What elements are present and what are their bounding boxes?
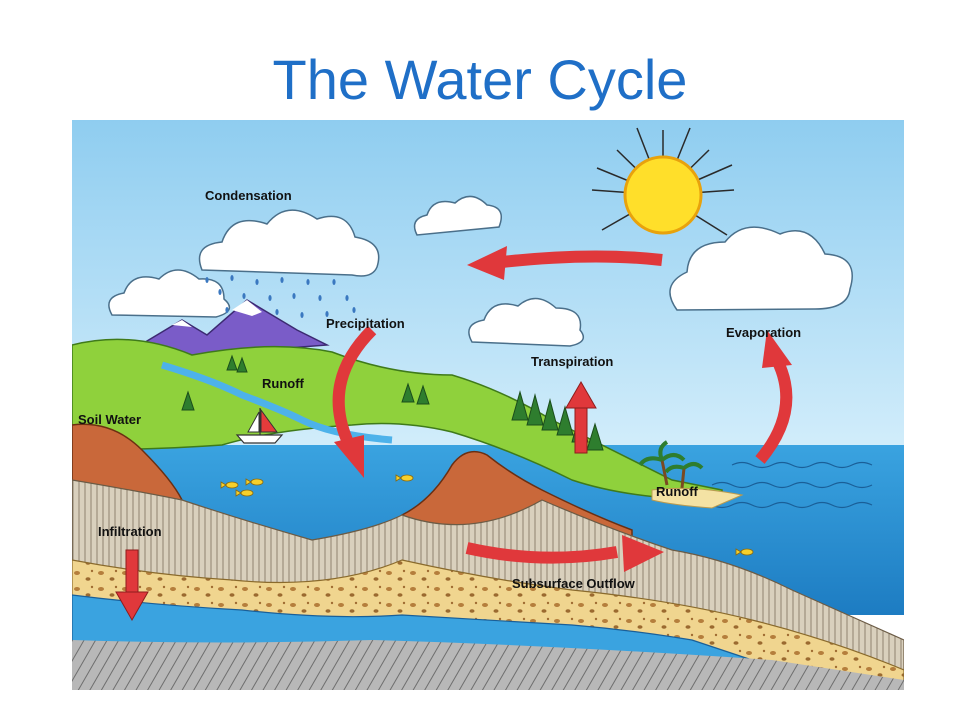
label-runoff-coast: Runoff <box>656 484 698 499</box>
sea-waves <box>691 461 873 509</box>
label-condensation: Condensation <box>205 188 292 203</box>
cloud-icon <box>413 195 502 236</box>
label-evaporation: Evaporation <box>726 325 802 340</box>
rain-icon <box>205 275 356 318</box>
label-precipitation: Precipitation <box>326 316 405 331</box>
deep-rock <box>72 640 904 690</box>
palm-icon <box>638 440 704 489</box>
page-title: The Water Cycle <box>272 48 688 111</box>
mountain-icon <box>131 299 330 361</box>
fish-icon <box>220 474 754 556</box>
beach <box>651 487 744 509</box>
label-runoff-mountain: Runoff <box>262 376 304 391</box>
cloud-icon <box>468 297 585 347</box>
label-soil-water: Soil Water <box>78 412 142 427</box>
cloud-icon <box>198 209 380 277</box>
water-cycle-diagram: Condensation Precipitation Evaporation T… <box>72 120 904 690</box>
cloud-icon <box>108 269 231 318</box>
label-infiltration: Infiltration <box>98 524 162 539</box>
label-subsurface-outflow: Subsurface Outflow <box>512 576 635 591</box>
tree-icon <box>181 354 604 451</box>
arrow-icon <box>115 246 793 622</box>
cloud-icon <box>669 226 853 311</box>
sun-icon <box>591 127 735 236</box>
label-transpiration: Transpiration <box>531 354 614 369</box>
water-cycle-illustration <box>72 120 904 690</box>
soil-left <box>72 423 184 501</box>
sailboat-icon <box>235 408 284 444</box>
